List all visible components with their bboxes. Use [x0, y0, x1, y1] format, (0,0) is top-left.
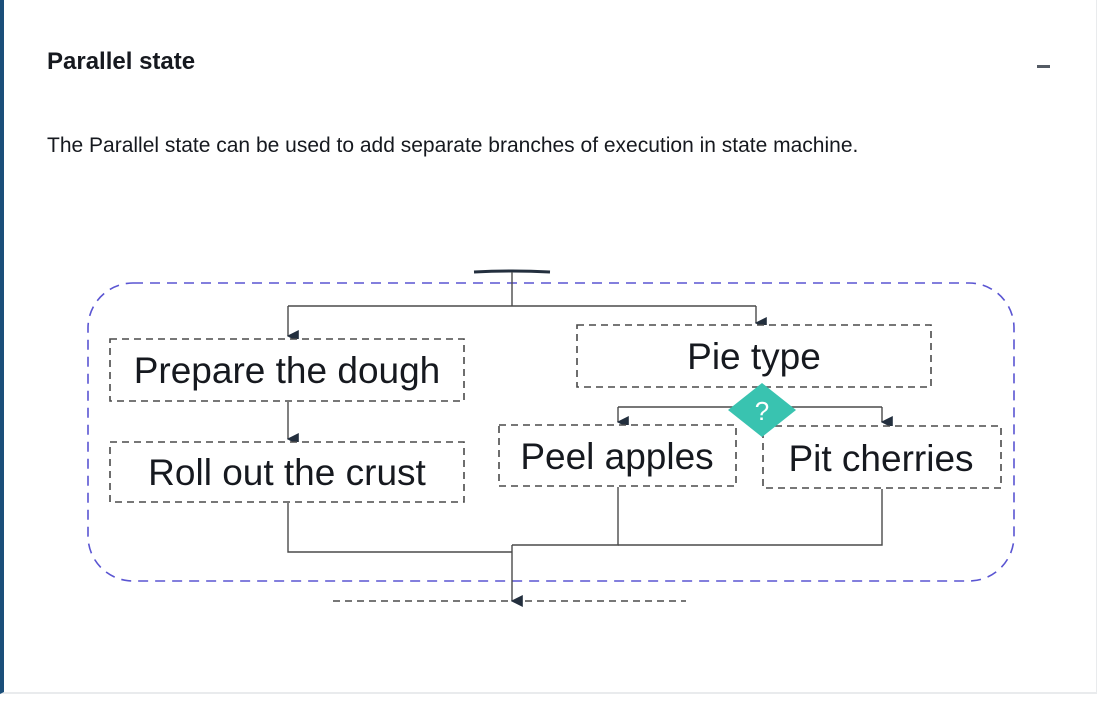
state-label-pit-cherries: Pit cherries [788, 438, 973, 479]
state-box-prepare-dough [109, 338, 465, 402]
state-box-pit-cherries [762, 425, 1002, 489]
choice-symbol: ? [755, 396, 769, 426]
parallel-container [87, 282, 1015, 582]
choice-node: ? [728, 383, 796, 437]
state-label-prepare-dough: Prepare the dough [134, 350, 441, 391]
peel-join-line [512, 487, 619, 546]
state-label-peel-apples: Peel apples [520, 436, 713, 477]
connectors [286, 272, 893, 607]
roll-join-line [287, 503, 512, 553]
entry-bar [473, 269, 551, 274]
collapse-button[interactable] [1028, 50, 1058, 80]
minus-icon [1037, 65, 1050, 68]
state-box-peel-apples [498, 424, 737, 487]
panel-title: Parallel state [47, 48, 196, 75]
question-mark-diamond-icon [728, 383, 796, 437]
state-boxes [109, 324, 1002, 503]
state-label-pie-type: Pie type [687, 336, 821, 377]
state-label-roll-crust: Roll out the crust [148, 452, 426, 493]
state-box-roll-crust [109, 441, 465, 503]
state-box-pie-type [576, 324, 932, 388]
pit-join-line [618, 489, 883, 546]
panel-description: The Parallel state can be used to add se… [47, 134, 859, 157]
state-labels: Prepare the dough Roll out the crust Pie… [134, 336, 974, 493]
